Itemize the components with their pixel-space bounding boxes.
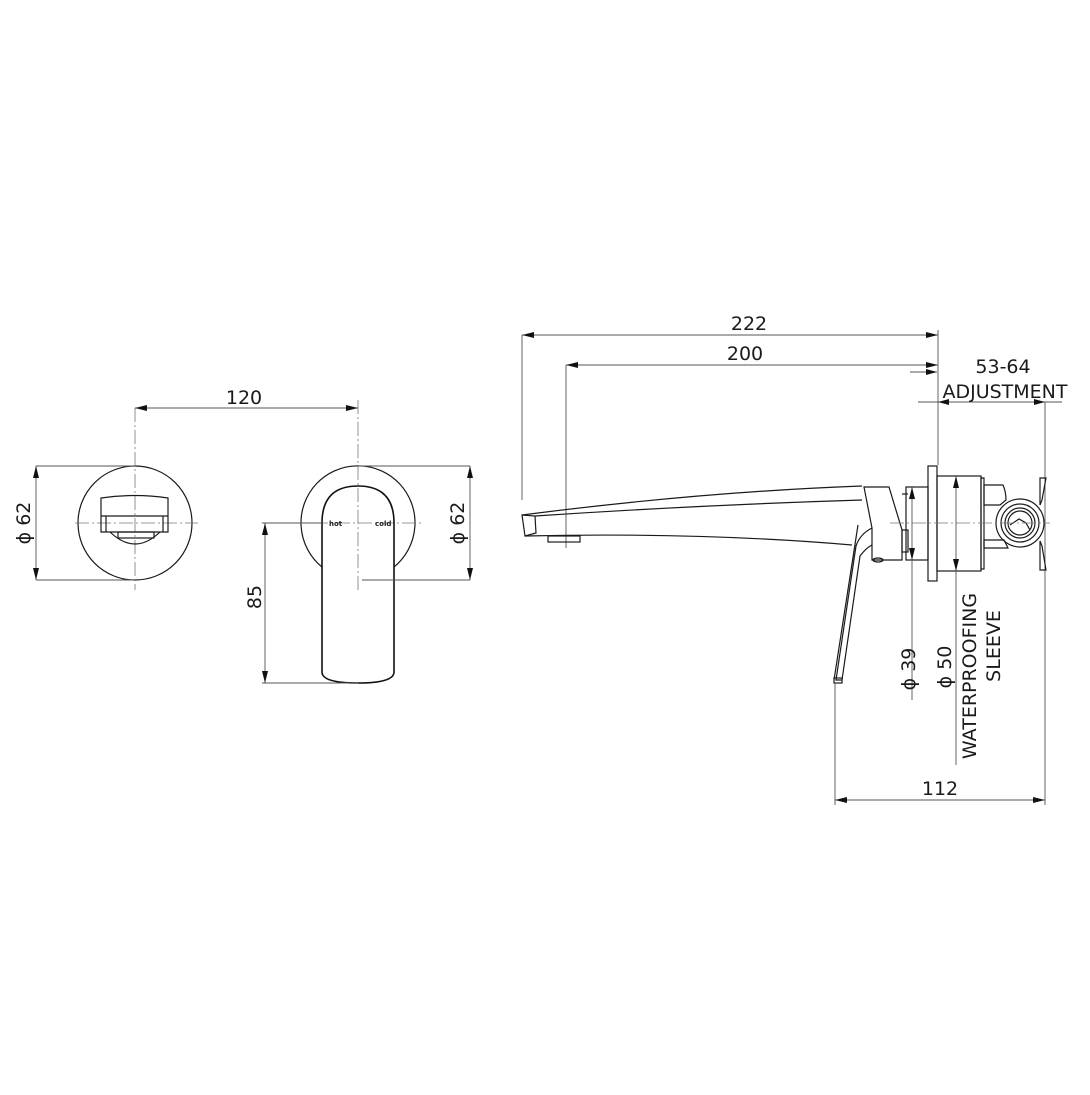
adjustment-range-label: 53-64 (975, 356, 1030, 378)
overall-length-label: 222 (731, 313, 767, 335)
body-diameter-label: ϕ 39 (898, 648, 920, 691)
sleeve-label-line2: SLEEVE (983, 610, 1005, 682)
side-view: 222 200 53-64 ADJUSTMENT (521, 313, 1068, 805)
cold-label: cold (375, 520, 391, 528)
mixer-plate-front-view: hot cold ϕ 62 85 (244, 465, 473, 684)
lever-drop-label: 85 (244, 585, 266, 609)
spout-plate-front-view: ϕ 62 (13, 408, 198, 590)
plate-diameter-label: ϕ 50 (934, 646, 956, 689)
sleeve-label-line1: WATERPROOFING (959, 593, 981, 759)
spout-reach-label: 200 (727, 343, 763, 365)
mixer-plate-diameter-label: ϕ 62 (447, 502, 469, 545)
spout-plate-diameter-label: ϕ 62 (13, 502, 35, 545)
adjustment-text: ADJUSTMENT (942, 381, 1067, 403)
centre-spacing-dimension: 120 (135, 387, 359, 590)
centre-spacing-label: 120 (226, 387, 262, 409)
depth-label: 112 (922, 778, 958, 800)
hot-label: hot (329, 520, 343, 528)
